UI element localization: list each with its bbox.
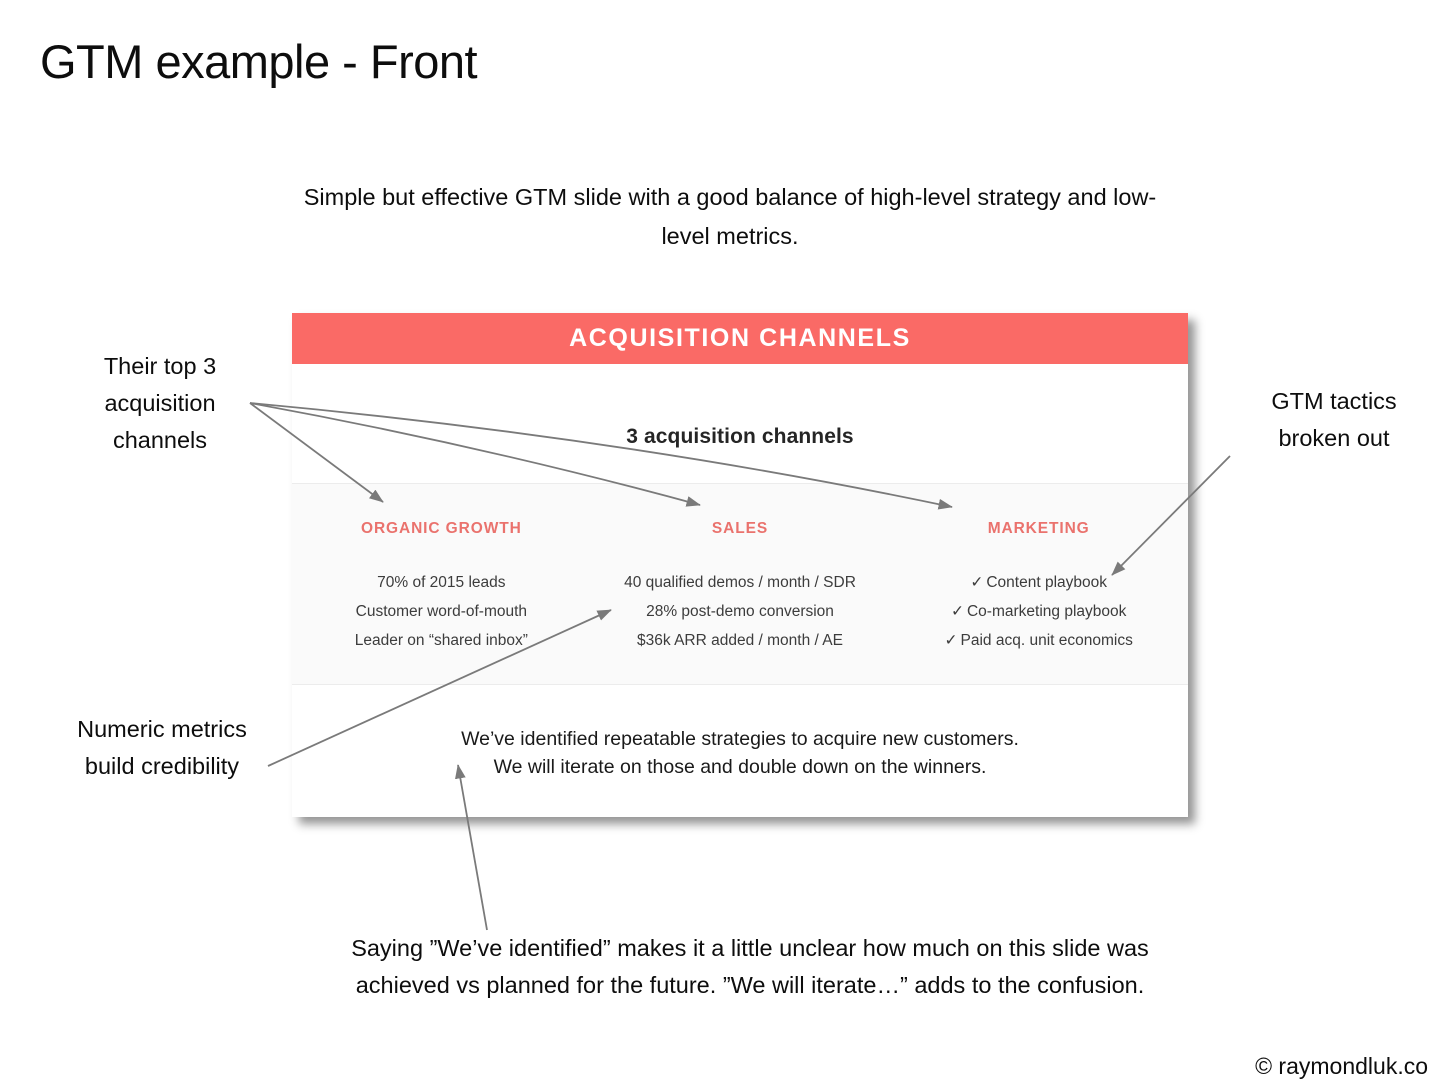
channel-item: Leader on “shared inbox” (354, 632, 528, 649)
channel-heading-marketing: MARKETING (987, 520, 1090, 537)
annotation-confusion: Saying ”We’ve identified” makes it a lit… (351, 935, 1149, 998)
channel-item-label: Co-marketing playbook (966, 603, 1127, 620)
slide-subheading: 3 acquisition channels (626, 425, 854, 448)
channel-item-label: Paid acq. unit economics (960, 632, 1133, 649)
channel-item: 40 qualified demos / month / SDR (624, 574, 856, 591)
check-icon: ✓ (950, 603, 964, 620)
channel-column-organic-growth: ORGANIC GROWTH 70% of 2015 leads Custome… (292, 484, 591, 684)
channel-item: ✓Content playbook (970, 568, 1107, 597)
check-icon: ✓ (944, 632, 958, 649)
slide-card: ACQUISITION CHANNELS 3 acquisition chann… (292, 313, 1188, 817)
page-title: GTM example - Front (40, 35, 478, 88)
annotation-gtm-tactics: GTM tactics broken out (1271, 388, 1397, 451)
annotation-top-3-channels: Their top 3 acquisition channels (103, 353, 217, 453)
slide-banner-title: ACQUISITION CHANNELS (569, 324, 911, 352)
channel-item: ✓Paid acq. unit economics (945, 626, 1133, 655)
channel-column-sales: SALES 40 qualified demos / month / SDR 2… (591, 484, 890, 684)
acquisition-channels-band: ORGANIC GROWTH 70% of 2015 leads Custome… (292, 483, 1188, 685)
channel-item: $36k ARR added / month / AE (637, 632, 843, 649)
copyright-notice: © raymondluk.co (1255, 1053, 1428, 1079)
channel-item: ✓Co-marketing playbook (951, 597, 1126, 626)
annotation-numeric-metrics: Numeric metrics build credibility (77, 716, 247, 779)
channel-item: 28% post-demo conversion (646, 603, 834, 620)
channel-heading-organic-growth: ORGANIC GROWTH (360, 520, 522, 537)
slide-footer-line-2: We will iterate on those and double down… (493, 756, 987, 778)
channel-item: Customer word-of-mouth (355, 603, 528, 620)
channel-item-label: Content playbook (986, 574, 1107, 591)
slide-footer: We’ve identified repeatable strategies t… (292, 725, 1188, 781)
channel-item: 70% of 2015 leads (377, 574, 506, 591)
page-subtitle: Simple but effective GTM slide with a go… (303, 184, 1157, 249)
check-icon: ✓ (970, 574, 984, 591)
slide-footer-line-1: We’ve identified repeatable strategies t… (461, 728, 1019, 750)
channel-heading-sales: SALES (711, 520, 769, 537)
channel-column-marketing: MARKETING ✓Content playbook ✓Co-marketin… (889, 484, 1188, 684)
slide-banner: ACQUISITION CHANNELS (292, 313, 1188, 364)
